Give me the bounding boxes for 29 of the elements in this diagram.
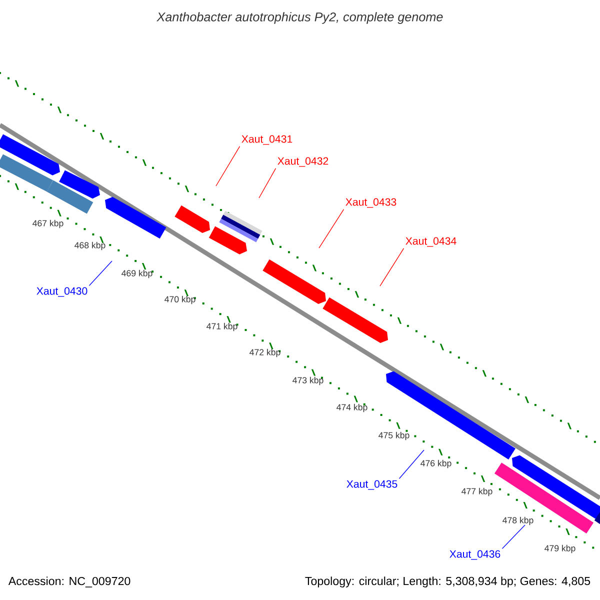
position-label: 467 kbp [32, 220, 64, 228]
footer-text: Topology: circular; Length: 5,308,934 bp; Genes: 4,805 [305, 576, 590, 588]
gene-label: Xaut_0431 [242, 135, 292, 145]
position-label: 476 kbp [420, 460, 452, 468]
leader-line [216, 146, 240, 186]
leader-line [380, 248, 404, 286]
position-label: 469 kbp [122, 270, 152, 278]
position-label: 477 kbp [462, 488, 492, 496]
position-label: 471 kbp [206, 322, 238, 332]
leader-line [258, 168, 276, 198]
leader-line [318, 209, 344, 248]
gene-label: Xaut_0430 [36, 287, 88, 297]
footer-text: Accession: NC_009720 [8, 576, 130, 588]
leader-line [398, 450, 424, 479]
position-label: 474 kbp [336, 404, 368, 412]
gene-label: Xaut_0432 [278, 157, 328, 167]
gene-label: Xaut_0433 [346, 198, 396, 208]
gene-label: Xaut_0435 [346, 480, 398, 490]
gene-label: Xaut_0434 [406, 237, 456, 247]
title: Xanthobacter autotrophicus Py2, complete genome [156, 12, 443, 24]
position-label: 472 kbp [250, 348, 280, 358]
position-label: 473 kbp [292, 376, 324, 386]
leader-line [88, 260, 112, 286]
position-label: 479 kbp [544, 544, 576, 554]
position-label: 475 kbp [378, 432, 410, 440]
position-label: 470 kbp [164, 296, 196, 304]
position-label: 468 kbp [74, 242, 106, 250]
gene-label: Xaut_0436 [450, 550, 500, 560]
position-label: 478 kbp [502, 516, 534, 526]
